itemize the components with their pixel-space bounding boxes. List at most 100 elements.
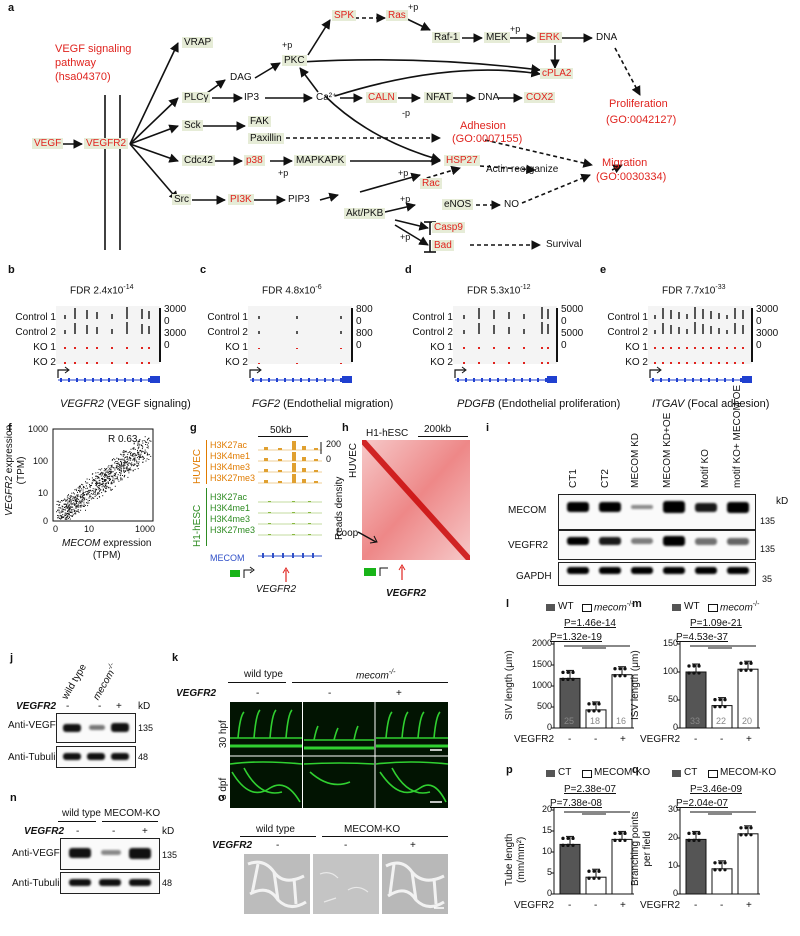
p-value: P=2.38e-07 xyxy=(564,784,616,795)
node-ras: Ras xyxy=(386,10,408,21)
data-point xyxy=(587,709,591,713)
data-point xyxy=(571,843,575,847)
j-sign: + xyxy=(116,701,122,712)
g-huvec-mark: H3K27me3 xyxy=(210,473,256,483)
node-cdc42: Cdc42 xyxy=(182,155,215,166)
chart-l xyxy=(551,642,634,729)
data-point xyxy=(713,698,717,702)
data-point xyxy=(592,876,596,880)
g-hesc-mark: H3K4me3 xyxy=(210,514,251,524)
node-dag: DAG xyxy=(230,72,252,83)
node-sck: Sck xyxy=(182,120,203,131)
f-ytick: 0 xyxy=(43,516,49,526)
y-axis-label: ISV length (μm) xyxy=(630,650,641,720)
j-sign: - xyxy=(98,701,102,712)
node-rac: Rac xyxy=(420,178,442,189)
data-point xyxy=(723,861,727,865)
y-axis-label: Tube length(mm/mm²) xyxy=(504,833,527,886)
h-side-label: HUVEC xyxy=(348,442,359,478)
n-sign: + xyxy=(142,826,148,837)
node-caln: CALN xyxy=(366,92,397,103)
track-fdr: FDR 2.4x10-14 xyxy=(70,284,134,297)
p-value: P=1.09e-21 xyxy=(690,618,742,629)
h-gene-label: VEGFR2 xyxy=(386,588,427,599)
bar-q-2 xyxy=(737,833,759,895)
legend-label: mecom-/- xyxy=(720,601,760,614)
x-axis-label: VEGFR2 xyxy=(640,734,681,745)
g-hesc-mark: H3K27me3 xyxy=(210,525,256,535)
g-huvec-mark: H3K4me1 xyxy=(210,451,251,461)
p-value: P=1.32e-19 xyxy=(550,632,602,643)
track-scale: 5000 xyxy=(561,304,584,315)
n-blot-tubulin xyxy=(60,872,160,894)
panel-letter-n: n xyxy=(10,792,17,804)
data-point xyxy=(739,826,743,830)
legend-swatch-open xyxy=(708,604,718,612)
node-hsp27: HSP27 xyxy=(444,155,480,166)
bar-m-2 xyxy=(737,668,759,729)
j-blot-label: Anti-Tubulin xyxy=(8,752,61,763)
track-scale: 3000 xyxy=(164,328,187,339)
data-point xyxy=(587,869,591,873)
n-label: 18 xyxy=(590,716,601,726)
data-point xyxy=(613,667,617,671)
y-tick-label: 0 xyxy=(546,888,552,898)
legend-label: CT xyxy=(684,767,698,778)
k-fluorescence-images xyxy=(230,702,448,808)
y-tick-label: 1500 xyxy=(531,659,552,669)
data-point xyxy=(623,674,627,678)
node-enos: eNOS xyxy=(442,199,474,210)
node-survival: Survival xyxy=(546,239,582,250)
data-point xyxy=(749,826,753,830)
mod-p7: +p xyxy=(400,194,411,204)
o-col-wt: wild type xyxy=(256,824,295,835)
g-ymax: 200 xyxy=(326,439,342,449)
o-sign: - xyxy=(344,840,348,851)
node-p38: p38 xyxy=(244,155,265,166)
track-scale: 3000 xyxy=(756,328,779,339)
track-scale: 0 xyxy=(164,316,170,327)
x-sign: - xyxy=(694,734,698,745)
x-sign: - xyxy=(568,900,572,911)
g-huvec-label: HUVEC xyxy=(192,448,203,484)
panel-letter-q: q xyxy=(632,764,639,776)
n-marker: 135 xyxy=(162,850,178,860)
track-gene: ITGAV (Focal adhesion) xyxy=(652,398,770,410)
h-title: H1-hESC xyxy=(366,428,409,439)
data-point xyxy=(723,698,727,702)
n-label: 20 xyxy=(742,716,753,726)
y-tick-label: 5 xyxy=(546,867,552,877)
i-marker: 135 xyxy=(760,544,776,554)
data-point xyxy=(713,705,717,709)
node-cox2: COX2 xyxy=(524,92,556,103)
legend-label: MECOM-KO xyxy=(720,767,777,778)
data-point xyxy=(566,677,570,681)
f-xtick: 10 xyxy=(84,524,95,534)
y-tick-label: 100 xyxy=(662,666,678,676)
data-point xyxy=(687,671,691,675)
y-tick-label: 30 xyxy=(667,804,678,814)
data-point xyxy=(697,831,701,835)
chart-m xyxy=(677,642,760,729)
h-scale: 200kb xyxy=(424,424,452,435)
node-fak: FAK xyxy=(248,116,271,127)
mod-p3: +p xyxy=(510,24,521,34)
n-sign: - xyxy=(112,826,116,837)
data-point xyxy=(597,702,601,706)
j-kd: kD xyxy=(138,701,151,712)
g-gene-label: VEGFR2 xyxy=(256,584,297,595)
node-pkc: PKC xyxy=(282,55,307,66)
g-huvec-mark: H3K4me3 xyxy=(210,462,251,472)
track-scale: 0 xyxy=(356,316,362,327)
h-loop-label: Loop xyxy=(336,528,359,539)
track-row-label: KO 1 xyxy=(33,342,56,353)
track-fdr: FDR 5.3x10-12 xyxy=(467,284,531,297)
j-blot-vegfr2 xyxy=(56,713,136,743)
x-sign: - xyxy=(594,900,598,911)
o-sign: - xyxy=(276,840,280,851)
legend-label: CT xyxy=(558,767,572,778)
k-row-30hpf: 30 hpf xyxy=(218,720,229,748)
pathway-arrows xyxy=(62,13,641,253)
track-scale: 800 xyxy=(356,304,373,315)
x-sign: + xyxy=(620,900,626,911)
